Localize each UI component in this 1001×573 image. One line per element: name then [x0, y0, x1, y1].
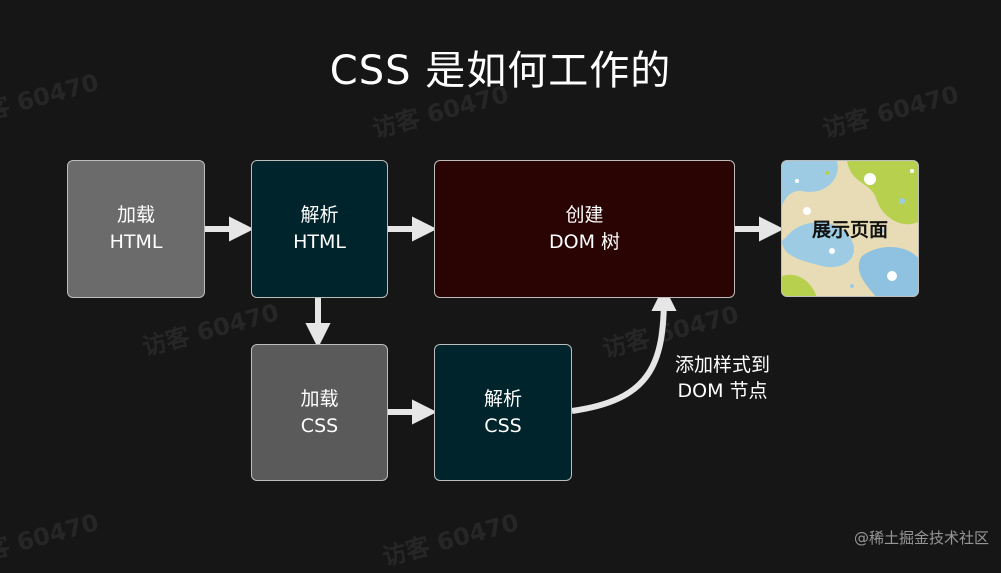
footer-credit: @稀土掘金技术社区: [853, 529, 989, 547]
node-parse-css: 解析 CSS: [434, 344, 572, 481]
node-label: HTML: [109, 231, 163, 253]
page-title: CSS 是如何工作的: [329, 48, 672, 94]
node-label: 创建: [565, 204, 604, 226]
flow-arrows: [205, 216, 785, 425]
node-label: CSS: [300, 414, 339, 437]
edge-label-line: DOM 节点: [677, 380, 768, 402]
node-label: 解析: [483, 387, 522, 410]
pattern-image: [782, 161, 918, 296]
node-parse-html: 解析 HTML: [251, 160, 388, 298]
node-load-html: 加载 HTML: [67, 160, 205, 298]
arrow-parse-css-to-dom: [571, 285, 677, 414]
node-label: CSS: [484, 414, 522, 437]
edge-label-line: 添加样式到: [674, 354, 770, 376]
node-label: 加载: [300, 387, 339, 410]
edge-label-add-styles: 添加样式到 DOM 节点: [660, 352, 785, 404]
node-label: HTML: [293, 231, 346, 253]
node-label: 展示页面: [811, 219, 888, 241]
node-create-dom: 创建 DOM 树: [434, 160, 735, 298]
node-label: DOM 树: [548, 231, 621, 253]
node-load-css: 加载 CSS: [251, 344, 388, 481]
node-label: 解析: [300, 204, 339, 226]
node-display-page: 展示页面: [781, 160, 919, 297]
node-label: 加载: [116, 204, 155, 226]
